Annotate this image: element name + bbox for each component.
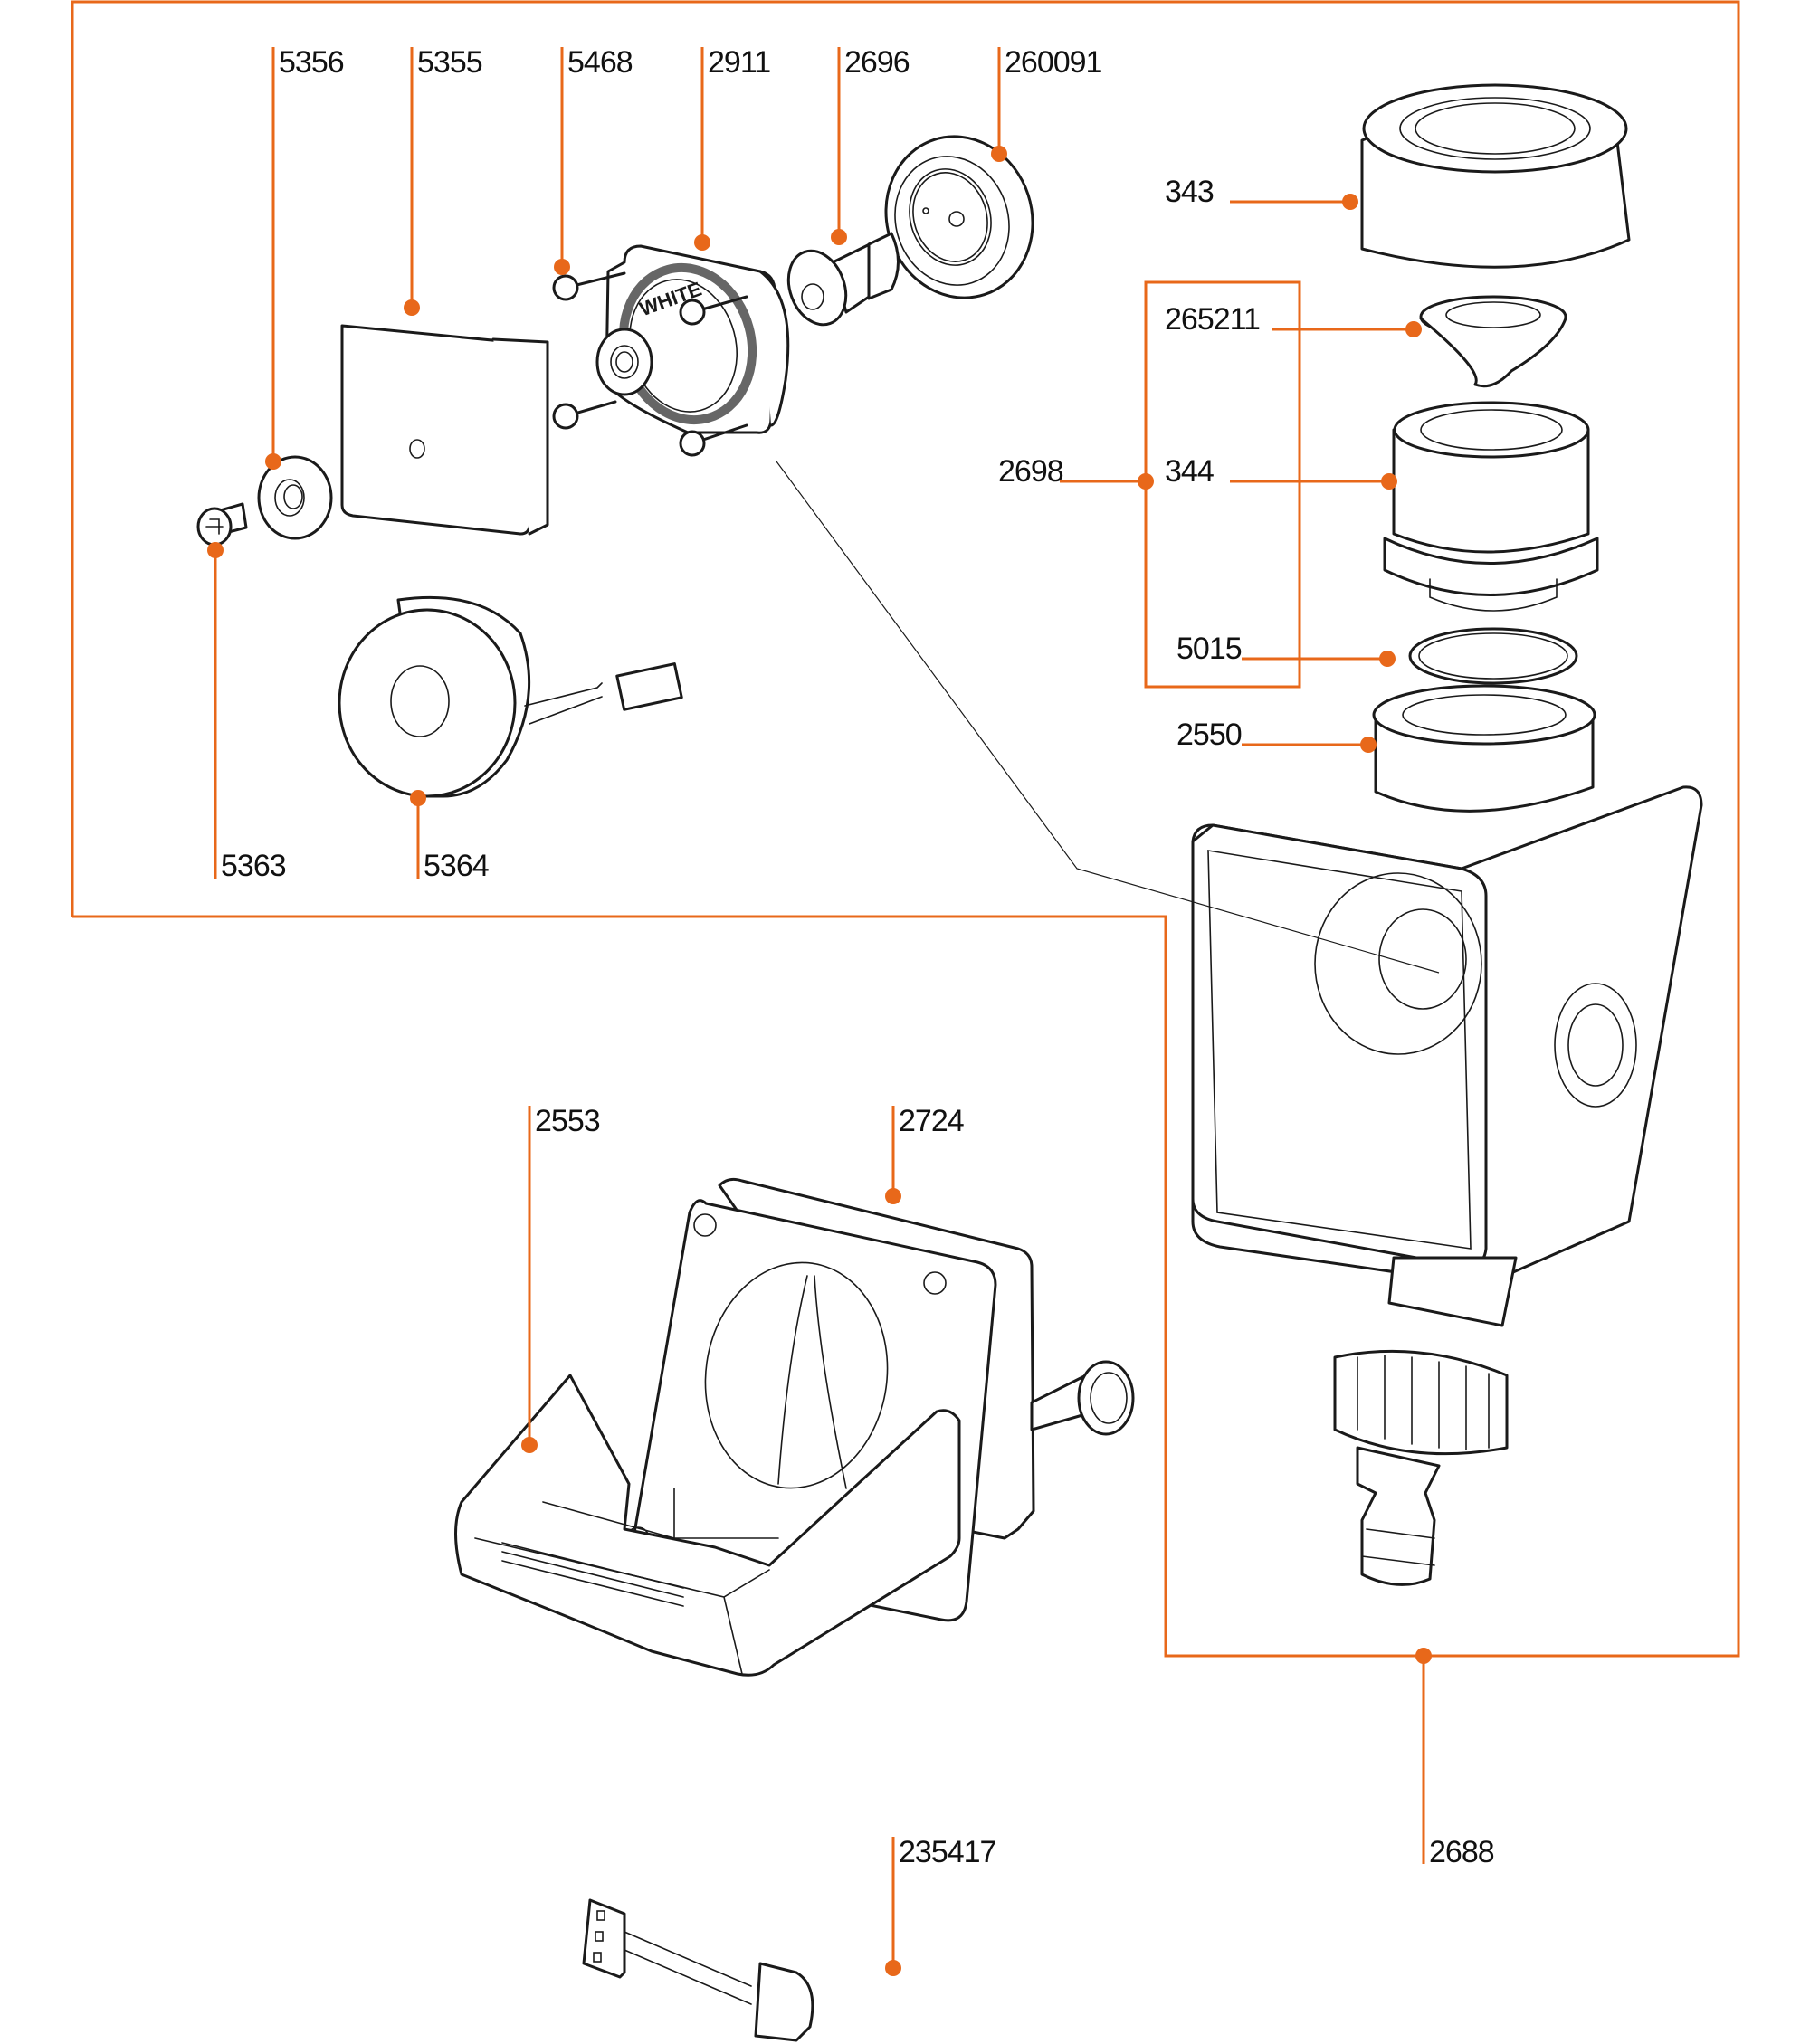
part-labels: 5356 5355 5468 2911 2696 260091 343 2652… <box>221 45 1495 1869</box>
part-235417-sensor-cable[interactable] <box>582 1898 814 2042</box>
assembly-guide-line <box>776 461 1440 974</box>
label-2724: 2724 <box>899 1104 964 1138</box>
group-outline-valve-assembly <box>71 0 1740 1658</box>
label-2698: 2698 <box>998 454 1063 489</box>
label-2911: 2911 <box>708 45 770 80</box>
part-2911-valve-flange[interactable]: WHITE <box>595 244 790 434</box>
part-5355-magnet-cover[interactable] <box>340 324 549 536</box>
label-235417: 235417 <box>899 1835 996 1869</box>
label-260091: 260091 <box>1005 45 1102 80</box>
label-5356: 5356 <box>279 45 344 80</box>
part-2696-plunger[interactable] <box>778 232 900 333</box>
part-2553-cover-base[interactable] <box>454 1374 961 1677</box>
part-2688-housing[interactable] <box>1191 684 1703 1327</box>
label-344: 344 <box>1165 454 1214 489</box>
callouts <box>207 47 1432 1976</box>
part-343-union-nut[interactable] <box>1360 83 1631 269</box>
label-2550: 2550 <box>1176 718 1242 752</box>
part-344-adapter[interactable] <box>1383 401 1599 612</box>
part-5364-coil[interactable] <box>338 595 683 798</box>
label-5468: 5468 <box>567 45 633 80</box>
label-5364: 5364 <box>424 849 489 883</box>
label-2696: 2696 <box>844 45 910 80</box>
label-5363: 5363 <box>221 849 286 883</box>
part-5468-screws[interactable] <box>552 271 748 457</box>
label-5015: 5015 <box>1176 632 1242 666</box>
label-265211: 265211 <box>1165 302 1260 337</box>
part-5015-o-ring[interactable] <box>1408 627 1578 685</box>
part-265211-filter[interactable] <box>1419 295 1567 388</box>
part-hose-coupling[interactable] <box>1333 1349 1509 1586</box>
label-5355: 5355 <box>417 45 482 80</box>
label-2553: 2553 <box>535 1104 600 1138</box>
label-2688: 2688 <box>1429 1835 1494 1869</box>
part-5356-spacer[interactable] <box>257 455 333 540</box>
label-343: 343 <box>1165 175 1214 209</box>
part-5363-screw[interactable] <box>196 502 248 547</box>
